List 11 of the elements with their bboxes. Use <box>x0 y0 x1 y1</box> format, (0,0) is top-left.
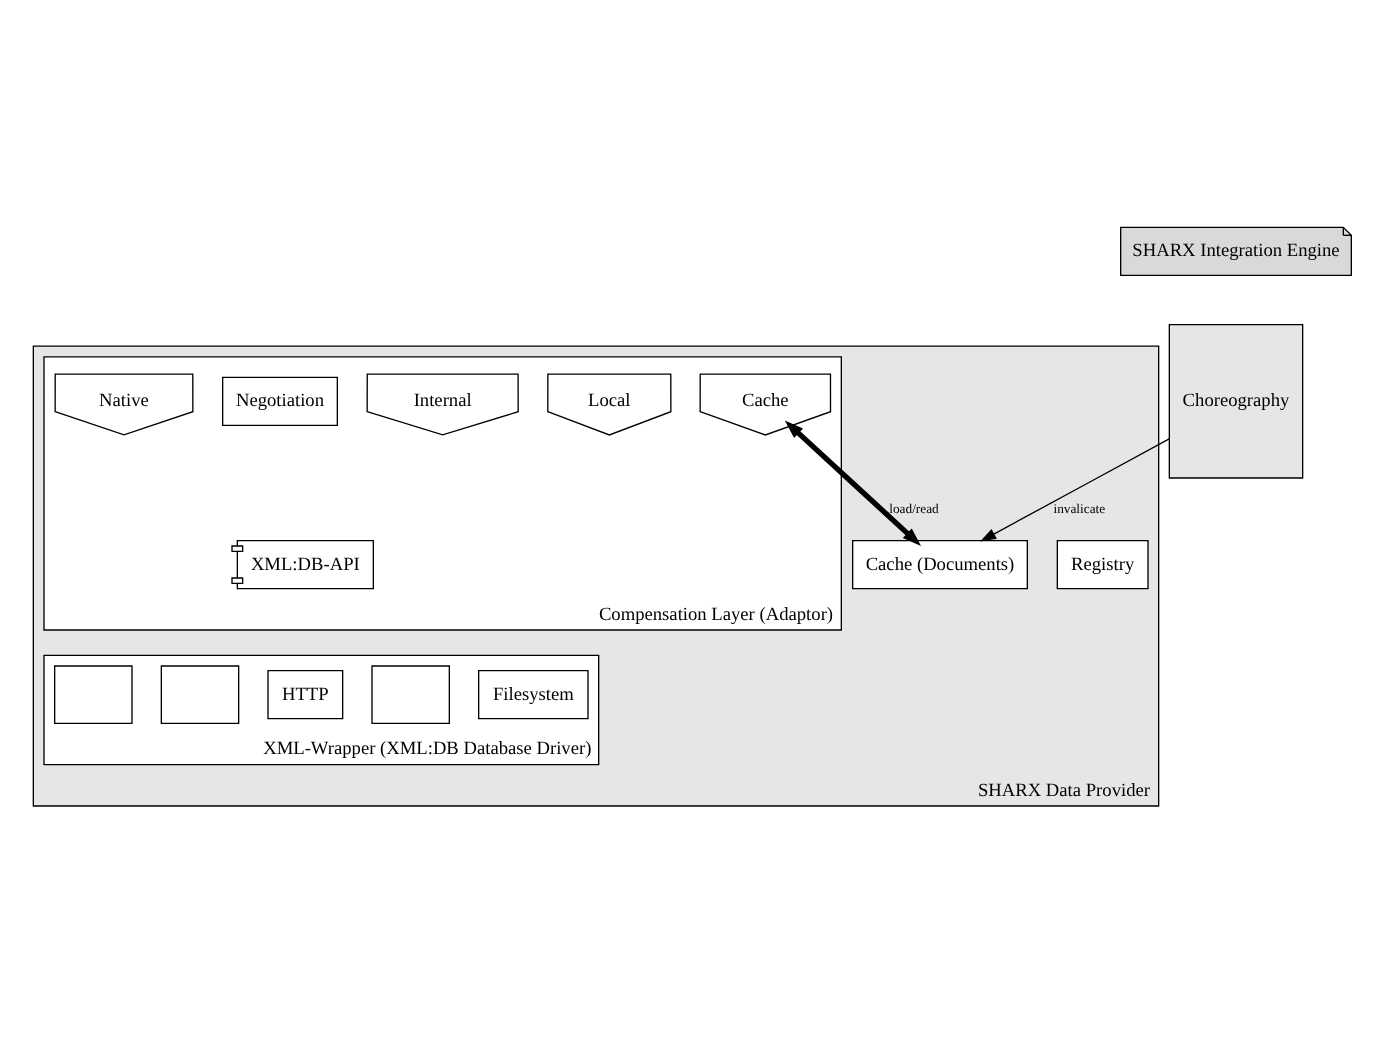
node-box: Cache (Documents) <box>852 540 1028 590</box>
node-box: Negotiation <box>222 376 338 426</box>
node-box <box>371 665 450 724</box>
node-box: Filesystem <box>478 670 589 720</box>
node-box <box>160 665 240 724</box>
node-box: Choreography <box>1168 324 1304 479</box>
node-box: Registry <box>1056 540 1149 590</box>
arrow <box>784 420 922 546</box>
node-box: HTTP <box>267 670 344 720</box>
arrow <box>980 438 1170 542</box>
node-box <box>54 665 133 724</box>
